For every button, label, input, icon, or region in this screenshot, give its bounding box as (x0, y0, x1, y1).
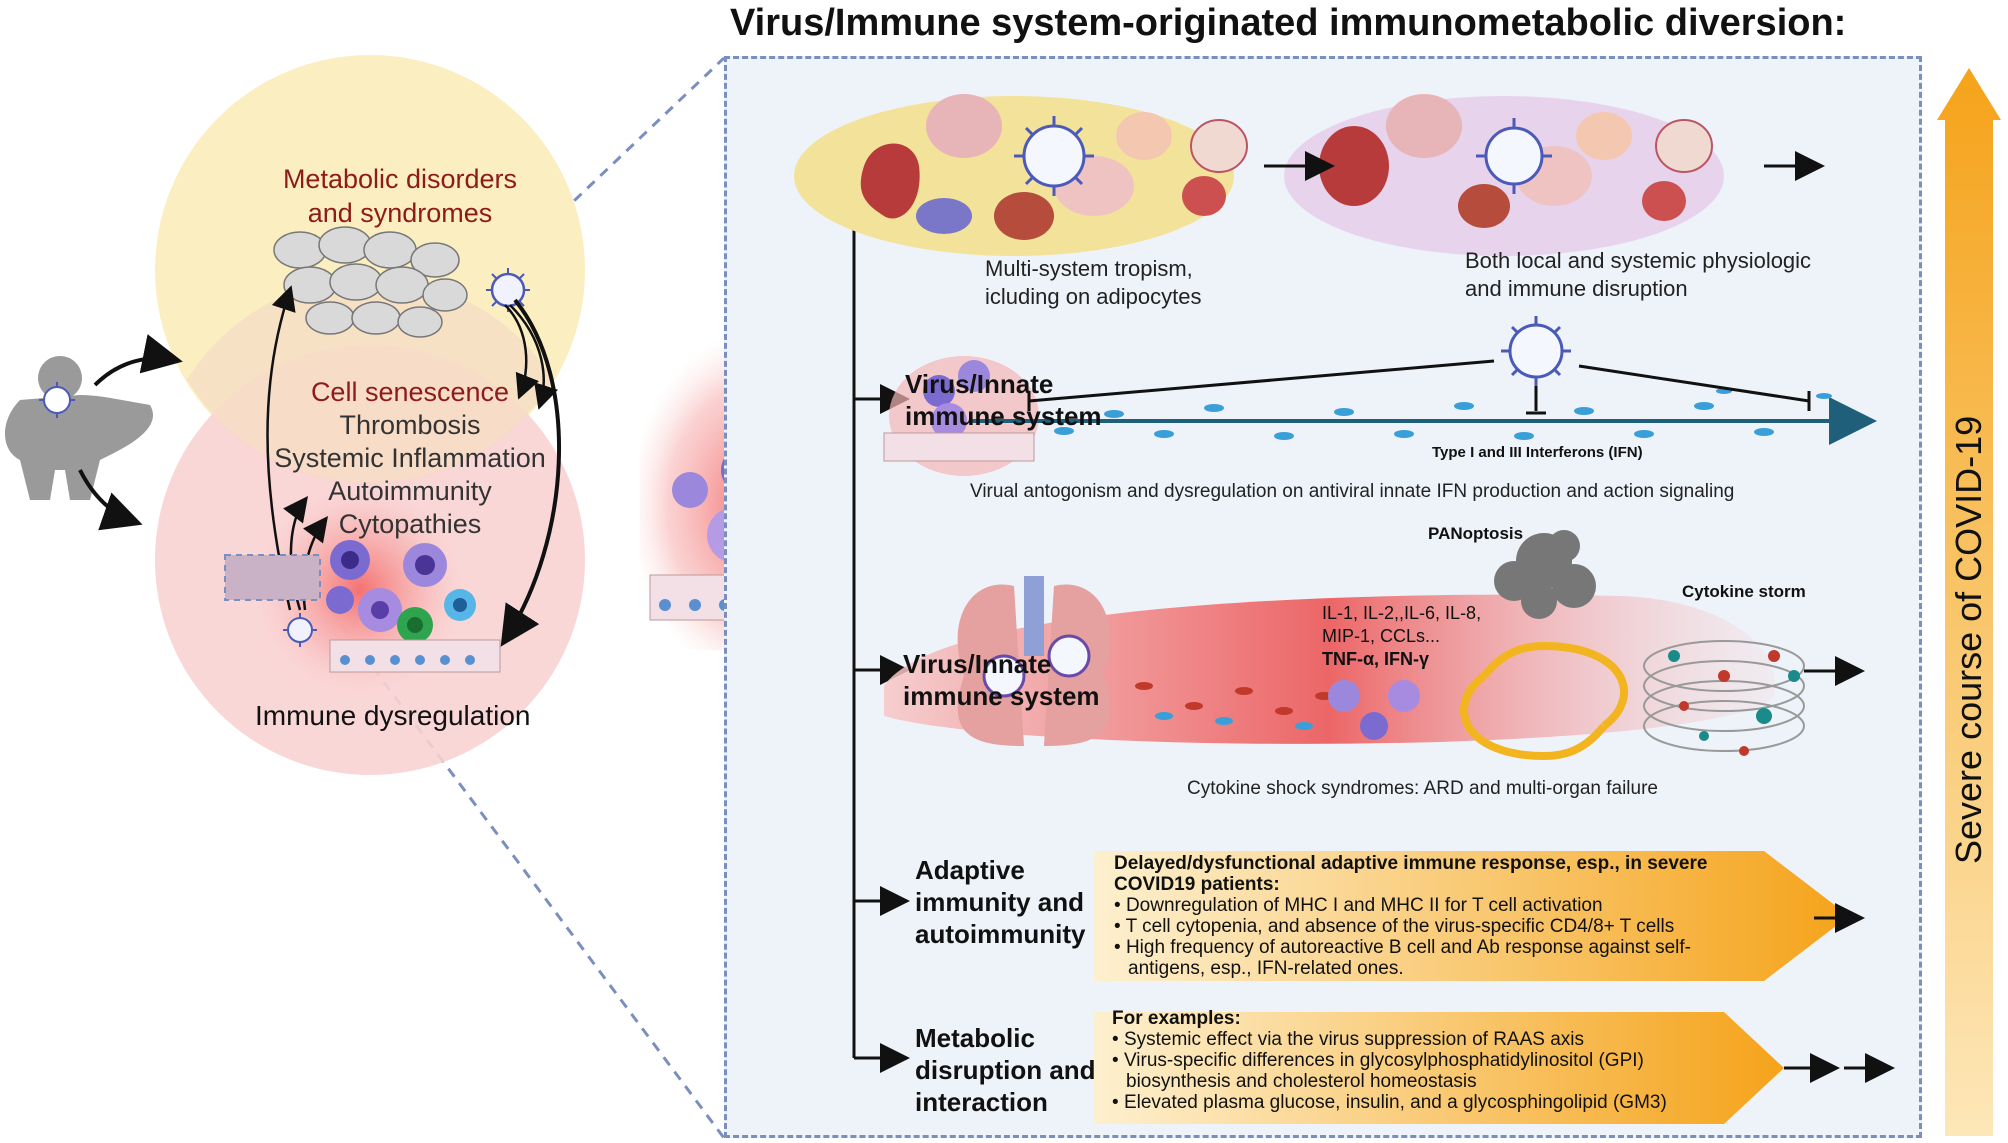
immune-cells-icon (326, 540, 476, 643)
epithelium-icon (329, 639, 501, 673)
severity-arrow (1937, 68, 2001, 1136)
immune-dysregulation-label: Immune dysregulation (255, 700, 531, 731)
cytokine-list: IL-1, IL-2,,IL-6, IL-8, MIP-1, CCLs... T… (1322, 603, 1482, 669)
metabolic-bullet: Elevated plasma glucose, insulin, and a … (1112, 1092, 1732, 1113)
condition-senescence: Cell senescence (310, 377, 510, 407)
condition-cytopathies: Cytopathies (338, 509, 482, 539)
page-title: Virus/Immune system-originated immunomet… (730, 2, 1847, 44)
adaptive-details: Delayed/dysfunctional adaptive immune re… (1114, 853, 1734, 979)
organs-icon (860, 94, 1713, 240)
condition-inflammation: Systemic Inflammation (274, 443, 546, 473)
left-illustration (5, 55, 726, 1139)
metabolic-row-label: Metabolic disruption and interaction (915, 1023, 1096, 1117)
adaptive-bullet: Downregulation of MHC I and MHC II for T… (1114, 895, 1734, 916)
person-silhouette-icon (5, 356, 154, 500)
ifn-axis-label: Type I and III Interferons (IFN) (1432, 444, 1643, 461)
tropism-caption: Multi-system tropism, icluding on adipoc… (985, 256, 1202, 309)
metabolic-details: For examples: Systemic effect via the vi… (1112, 1008, 1732, 1113)
virus-icon-row1 (1014, 116, 1094, 196)
adaptive-row-label: Adaptive immunity and autoimmunity (915, 855, 1086, 949)
metabolic-disorders-label: Metabolic disorders (282, 164, 518, 194)
condition-autoimmunity: Autoimmunity (328, 476, 492, 506)
severity-label: Severe course of COVID-19 (1948, 415, 1989, 864)
adaptive-bullet: T cell cytopenia, and absence of the vir… (1114, 916, 1734, 937)
ifn-row-label: Virus/Innate immune system (905, 369, 1102, 431)
metabolic-bullet: Virus-specific differences in glycosylph… (1112, 1050, 1686, 1092)
adaptive-bullet: High frequency of autoreactive B cell an… (1114, 937, 1728, 979)
cytokine-cycle-icon (1460, 642, 1628, 760)
panoptosis-label: PANoptosis (1428, 524, 1524, 543)
condition-thrombosis: Thrombosis (339, 410, 481, 440)
metabolic-bullet: Systemic effect via the virus suppressio… (1112, 1029, 1732, 1050)
ifn-caption: Virual antogonism and dysregulation on a… (970, 481, 1735, 502)
cytokine-caption: Cytokine shock syndromes: ARD and multi-… (1187, 778, 1658, 799)
adipocyte-cluster-icon (273, 226, 468, 338)
virus-icon (486, 268, 530, 312)
panoptosis-icon (1494, 530, 1596, 619)
inhibition-lines (1027, 359, 1811, 415)
zoom-box (224, 554, 321, 601)
disruption-caption: Both local and systemic physiologic and … (1465, 248, 1812, 301)
metabolic-disorders-label-2: and syndromes (307, 198, 493, 228)
cytokine-row-label: Virus/Innate immune system (903, 649, 1100, 711)
cytokine-storm-label: Cytokine storm (1682, 582, 1806, 601)
virus-icon-row2 (1501, 316, 1571, 386)
